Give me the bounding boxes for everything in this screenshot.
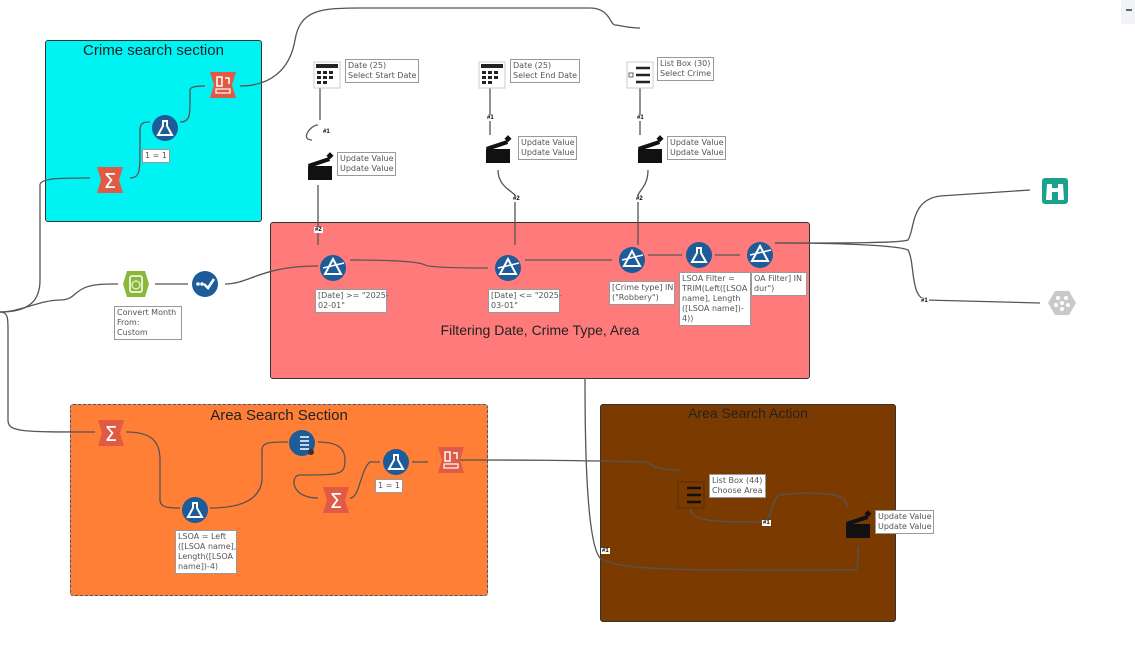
connection-label: #1 [762,520,771,526]
container-title: Filtering Date, Crime Type, Area [440,322,640,338]
filter-tool-icon[interactable] [745,240,775,270]
dynamic-input-icon[interactable] [208,70,238,100]
annotation-update-value: Update Value Update Value [667,136,727,160]
connection-label: #2 [314,227,323,233]
annotation-end-date: Date (25) Select End Date [510,59,581,83]
connection-label: #2 [512,196,521,202]
connection-label: #1 [601,548,610,554]
select-tool-icon[interactable] [190,269,220,299]
svg-text:Σ: Σ [105,422,118,446]
container-title: Area Search Section [210,407,348,424]
annotation-update-value: Update Value Update Value [518,136,578,160]
scroll-handle[interactable] [1126,9,1132,11]
annotation-filter-crime: [Crime type] IN ("Robbery") [609,281,675,305]
summarize-tool-icon[interactable]: Σ [321,485,351,515]
filter-tool-icon[interactable] [493,253,523,283]
container-title: Area Search Action [688,405,808,421]
action-update-icon[interactable] [305,152,335,182]
wire [774,242,1041,304]
container-area-search[interactable]: Area Search Section [70,404,488,596]
annotation-start-date: Date (25) Select Start Date [345,59,420,83]
filter-tool-icon[interactable] [617,245,647,275]
filter-formula-icon[interactable] [381,447,411,477]
wire [0,283,118,313]
connection-label: #1 [322,129,331,135]
connection-label: #1 [486,115,495,121]
annotation-formula: 1 = 1 [142,149,170,163]
svg-text:Σ: Σ [104,169,117,193]
wire [305,124,319,141]
annotation-filter-start: [Date] >= "2025- 02-01" [315,289,389,313]
container-title: Crime search section [83,42,224,59]
connection-label: #2 [635,196,644,202]
list-box-icon[interactable] [625,60,655,90]
list-box-icon[interactable] [676,480,706,510]
data-cleansing-icon[interactable] [287,428,317,458]
svg-text:Σ: Σ [330,489,343,513]
annotation-update-value: Update Value Update Value [337,152,397,176]
filter-tool-icon[interactable] [318,253,348,283]
filter-formula-icon[interactable] [150,113,180,143]
annotation-lsoa-filter: OA Filter] IN dur") [751,272,807,296]
wire [774,189,1031,244]
annotation-convert-month: Convert Month From: Custom [114,306,182,340]
connection-label: #1 [636,115,645,121]
formula-tool-icon[interactable] [180,495,210,525]
annotation-update-value: Update Value Update Value [875,510,935,534]
annotation-area-formula: LSOA = Left ([LSOA name], Length([LSOA n… [175,530,237,574]
action-update-icon[interactable] [635,135,665,165]
annotation-filter-end: [Date] <= "2025- 03-01" [488,289,562,313]
output-tool-icon[interactable] [1047,288,1077,318]
datetime-tool-icon[interactable] [121,269,151,299]
formula-tool-icon[interactable] [684,240,714,270]
connection-label: #1 [920,298,929,304]
annotation-lsoa-formula: LSOA Filter = TRIM(Left([LSOA name], Len… [679,272,751,326]
annotation-list-area: List Box (44) Choose Area [709,474,766,498]
canvas-scrollbar[interactable] [1121,0,1135,24]
date-interface-icon[interactable] [477,60,507,90]
summarize-tool-icon[interactable]: Σ [95,165,125,195]
summarize-tool-icon[interactable]: Σ [96,418,126,448]
action-update-icon[interactable] [483,135,513,165]
date-interface-icon[interactable] [312,60,342,90]
dynamic-input-icon[interactable] [436,445,466,475]
browse-tool-icon[interactable] [1040,176,1070,206]
annotation-list-crime: List Box (30) Select Crime [657,57,715,81]
annotation-area-filter: 1 = 1 [375,479,403,493]
action-update-icon[interactable] [843,510,873,540]
